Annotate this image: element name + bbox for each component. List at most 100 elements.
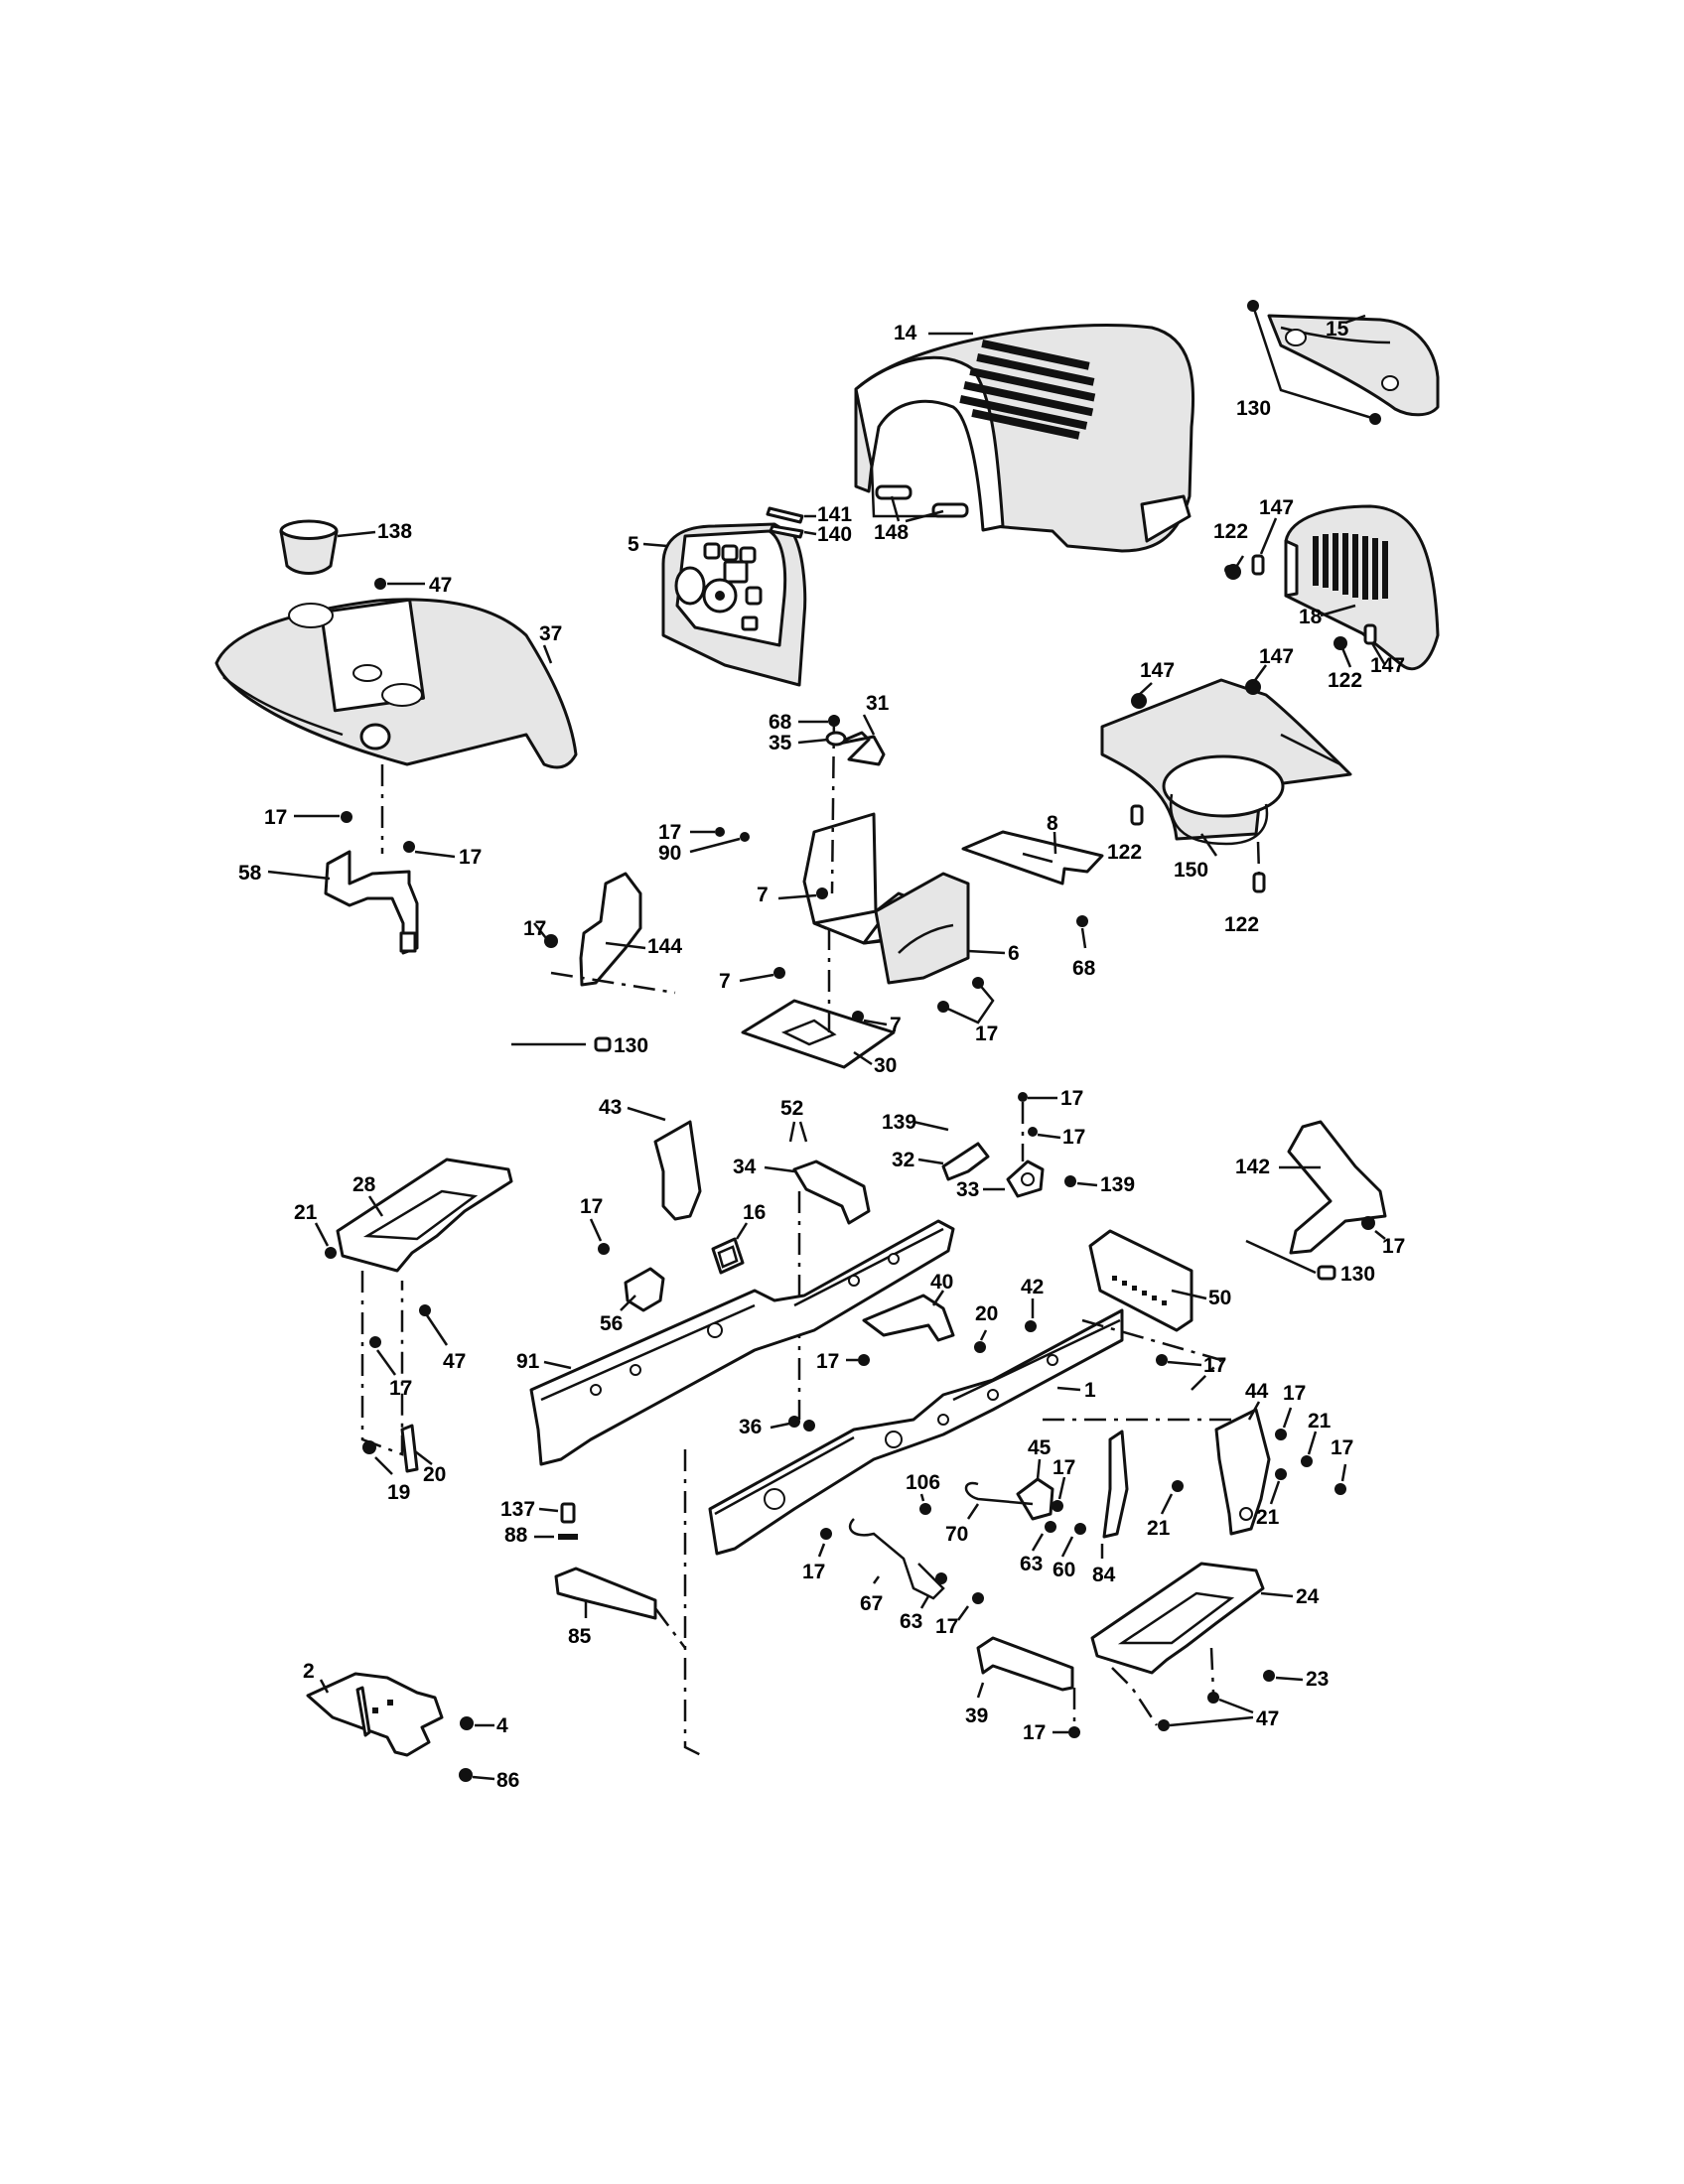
callout-140-leader [803, 530, 817, 536]
dash-28 [360, 1271, 404, 1456]
callout-17-142: 17 [1382, 1235, 1405, 1258]
bracket-32-part [941, 1142, 990, 1181]
callout-17-44b-leader [1340, 1463, 1347, 1482]
callout-17-39: 17 [1023, 1721, 1046, 1744]
callout-67: 67 [860, 1592, 883, 1615]
callout-130-top: 130 [1236, 397, 1271, 420]
callout-63a: 63 [1020, 1553, 1043, 1575]
callout-16: 16 [743, 1201, 766, 1224]
callout-20-leader [414, 1450, 433, 1465]
callout-50-leader [1171, 1289, 1207, 1300]
callout-147-b: 147 [1370, 654, 1405, 677]
callout-17-rail: 17 [802, 1561, 825, 1583]
callout-17-144-leader [533, 922, 547, 939]
callout-32-leader [917, 1158, 944, 1165]
callout-20-40: 20 [975, 1302, 998, 1325]
callout-2: 2 [303, 1660, 315, 1683]
callout-60-leader [1060, 1536, 1074, 1558]
callout-147-c: 147 [1140, 659, 1175, 682]
callout-7c: 7 [890, 1014, 902, 1036]
callout-17-58a: 17 [264, 806, 287, 829]
callout-17-67: 17 [935, 1615, 958, 1638]
callout-28: 28 [352, 1173, 376, 1196]
callout-56-leader [620, 1295, 636, 1311]
callout-21-28: 21 [294, 1201, 318, 1224]
callout-47-24: 47 [1256, 1707, 1279, 1730]
callout-5: 5 [628, 533, 639, 556]
callout-106-leader [919, 1493, 925, 1502]
dash-24 [1111, 1647, 1215, 1726]
seat-pan-part [1100, 678, 1352, 846]
callout-147-d-leader [1251, 664, 1268, 684]
callout-122-b-leader [1338, 642, 1352, 668]
callout-50: 50 [1208, 1287, 1231, 1309]
callout-86-leader [472, 1775, 495, 1781]
callout-44: 44 [1245, 1380, 1269, 1403]
callout-150-leader [1199, 833, 1218, 857]
plate-30-part [741, 999, 896, 1069]
callout-21-44a: 21 [1308, 1410, 1332, 1433]
callout-6-leader [967, 949, 1006, 955]
callout-28-leader [367, 1195, 384, 1217]
callout-40: 40 [930, 1271, 953, 1294]
callout-24-leader [1260, 1591, 1294, 1598]
callout-85: 85 [568, 1625, 592, 1648]
plate-8-part [961, 830, 1104, 886]
callout-15: 15 [1326, 318, 1349, 341]
callout-142: 142 [1235, 1156, 1270, 1178]
callout-63a-leader [1031, 1533, 1045, 1552]
callout-60: 60 [1052, 1559, 1075, 1581]
callout-39: 39 [965, 1705, 988, 1727]
callout-33: 33 [956, 1178, 979, 1201]
footrest-28-part [336, 1158, 513, 1273]
callout-37: 37 [539, 622, 562, 645]
callout-20: 20 [423, 1463, 446, 1486]
panel-18-part [1284, 504, 1440, 671]
callout-91: 91 [516, 1350, 540, 1373]
callout-17-box: 17 [975, 1023, 998, 1045]
callout-68-8: 68 [1072, 957, 1096, 980]
bracket-39-part [976, 1636, 1074, 1692]
callout-19: 19 [387, 1481, 410, 1504]
callout-43: 43 [599, 1096, 622, 1119]
callout-144-leader [605, 941, 646, 950]
callout-21-44b: 21 [1256, 1506, 1280, 1529]
callout-17-33b-leader [1037, 1133, 1061, 1140]
callout-147-a-leader [1259, 517, 1278, 555]
callout-47-24-leader [1169, 1698, 1254, 1727]
callout-34-leader [764, 1165, 795, 1173]
callout-45-leader [1036, 1458, 1042, 1480]
callout-7b-leader [739, 973, 774, 983]
bracket-31-part [832, 731, 886, 766]
grille-part [1267, 314, 1440, 417]
bracket-2-part [306, 1672, 444, 1757]
callout-122-b: 122 [1328, 669, 1362, 692]
callout-5-leader [642, 542, 668, 548]
pedal-rod-67-part [848, 1518, 945, 1600]
bracket-56-part [624, 1267, 665, 1312]
callout-137: 137 [500, 1498, 535, 1521]
callout-70-leader [966, 1503, 980, 1520]
callout-106: 106 [906, 1471, 940, 1494]
callout-19-leader [374, 1456, 393, 1475]
callout-36-leader [770, 1422, 790, 1430]
callout-21-44b-leader [1269, 1480, 1281, 1505]
dash-122-d [1256, 841, 1261, 875]
callout-122-a-leader [1231, 555, 1245, 573]
callout-44-leader [1247, 1401, 1261, 1421]
callout-122-a: 122 [1213, 520, 1248, 543]
callout-17-33b: 17 [1062, 1126, 1085, 1149]
cup-holder-part [279, 519, 339, 575]
callout-147-c-leader [1138, 682, 1153, 696]
bracket-43-part [653, 1120, 702, 1221]
spring-140 [769, 524, 804, 539]
callout-91-leader [543, 1360, 572, 1370]
callout-17-56: 17 [580, 1195, 603, 1218]
callout-18-leader [1320, 604, 1356, 617]
callout-21-84-leader [1160, 1493, 1174, 1515]
callout-17-box-leader [942, 982, 995, 1024]
callout-122-d: 122 [1224, 913, 1259, 936]
grommet-16-part [711, 1237, 745, 1275]
callout-6: 6 [1008, 942, 1020, 965]
